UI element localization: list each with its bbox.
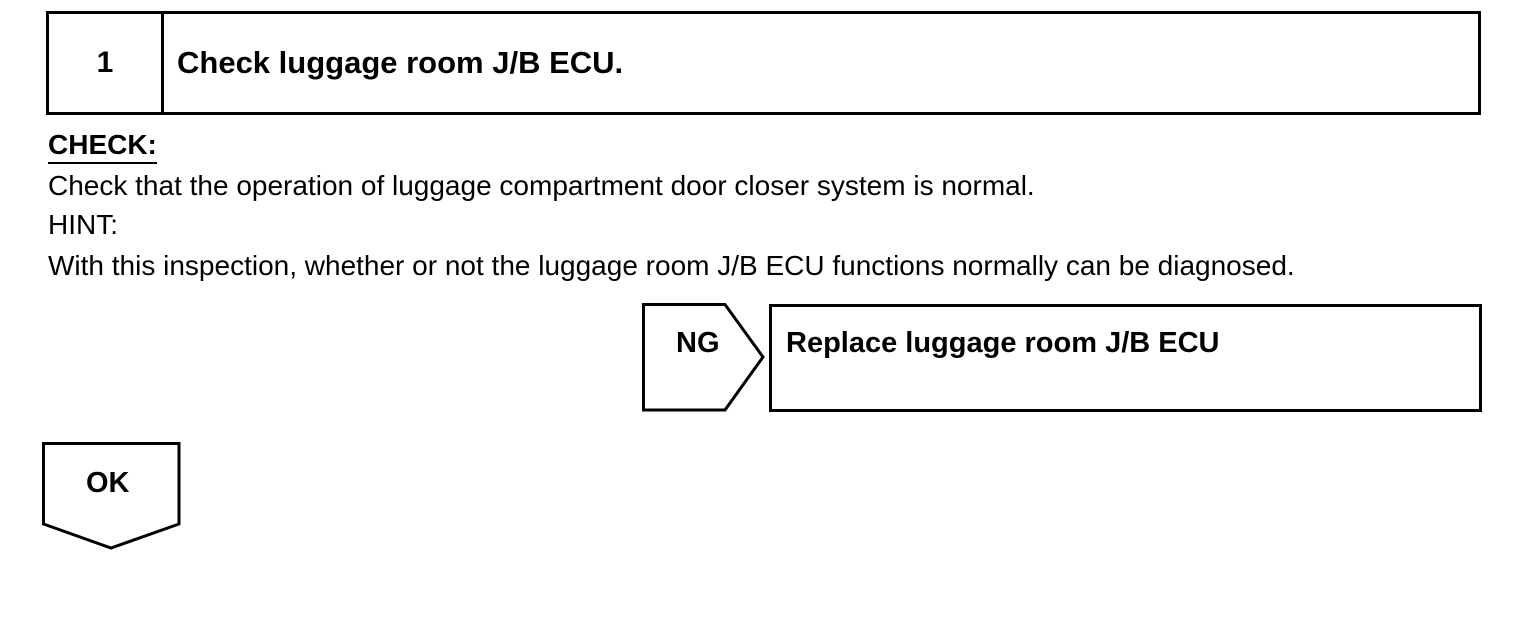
ok-label: OK	[86, 467, 130, 499]
step-header: 1 Check luggage room J/B ECU.	[46, 11, 1481, 115]
hint-text: With this inspection, whether or not the…	[48, 250, 1295, 281]
down-arrow-shape-icon	[42, 442, 181, 550]
right-arrow-shape-icon	[642, 303, 765, 412]
step-number: 1	[49, 14, 164, 112]
hint-label: HINT:	[48, 209, 118, 240]
check-label: CHECK:	[48, 128, 157, 164]
ng-result-box: Replace luggage room J/B ECU	[769, 304, 1482, 412]
step-title: Check luggage room J/B ECU.	[177, 45, 624, 80]
check-text: Check that the operation of luggage comp…	[48, 170, 1035, 201]
ng-result-text: Replace luggage room J/B ECU	[786, 327, 1220, 359]
ng-label: NG	[676, 327, 720, 359]
ng-branch-arrow: NG	[642, 303, 768, 413]
ok-branch-arrow: OK	[42, 442, 182, 552]
